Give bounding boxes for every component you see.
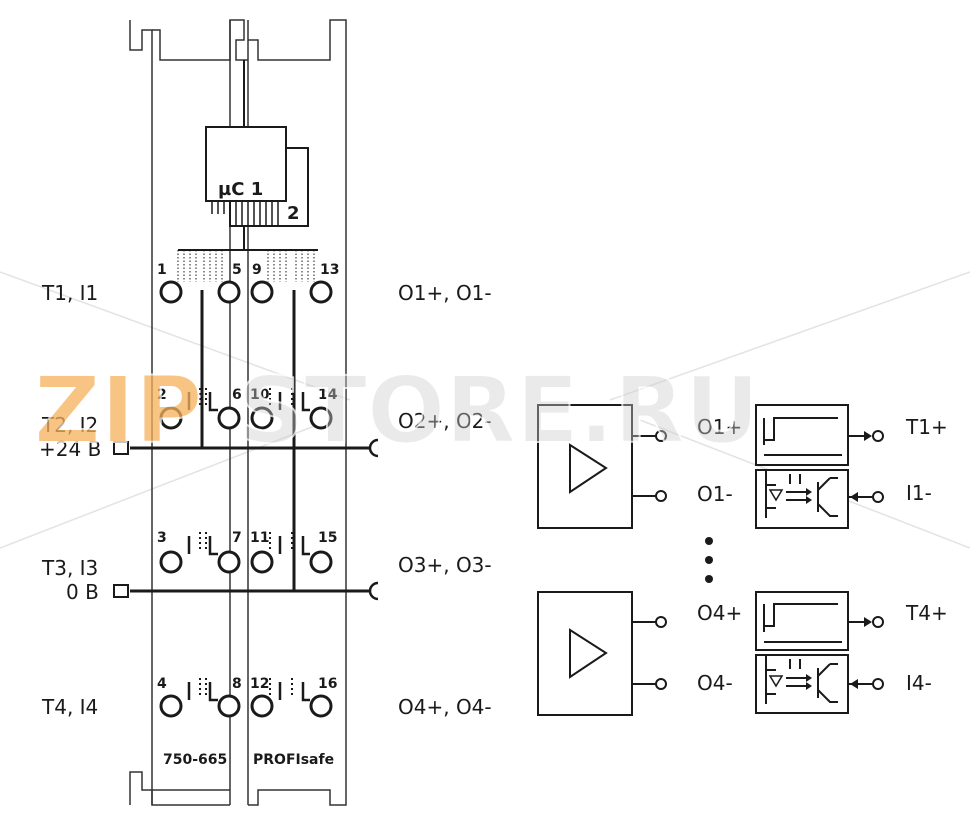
clamp-dots <box>199 388 293 698</box>
chip-1 <box>205 126 287 202</box>
terminal <box>159 694 183 718</box>
right-label-o3: O3+, O3- <box>398 553 492 577</box>
terminal-number: 2 <box>157 387 167 403</box>
module-protocol: PROFIsafe <box>253 752 334 768</box>
terminal <box>309 406 333 430</box>
terminal <box>217 406 241 430</box>
module-part-number: 750-665 <box>163 752 227 768</box>
left-label-t1-i1: T1, I1 <box>41 281 98 305</box>
schematic-t1-plus: T1+ <box>905 415 948 439</box>
terminal-number: 3 <box>157 530 167 546</box>
chip2-label: 2 <box>287 203 300 224</box>
ellipsis-dots <box>705 537 713 583</box>
terminal <box>159 280 183 304</box>
terminal-number: 6 <box>232 387 242 403</box>
microcontroller-chips: µC 1 2 <box>177 60 318 282</box>
watermark-lines <box>0 271 970 549</box>
supply-neg-pin <box>113 584 129 598</box>
amplifier-block-1 <box>537 404 667 529</box>
left-label-t4-i4: T4, I4 <box>41 695 98 719</box>
terminal-number: 8 <box>232 676 242 692</box>
amplifier-block-4 <box>537 591 667 716</box>
terminal-number: 13 <box>320 262 339 278</box>
terminal <box>250 550 274 574</box>
schematic-o1-plus: O1+ <box>697 415 742 439</box>
terminal-number: 10 <box>250 387 270 403</box>
terminal-number: 7 <box>232 530 242 546</box>
terminal-number: 12 <box>250 676 269 692</box>
terminal <box>159 550 183 574</box>
right-label-o2: O2+, O2- <box>398 409 492 433</box>
led-icon <box>768 489 784 502</box>
terminal <box>217 280 241 304</box>
terminal-number: 15 <box>318 530 337 546</box>
schematic-o4-plus: O4+ <box>697 601 742 625</box>
watermark-part1: ZIP <box>34 357 202 464</box>
power-bus <box>113 290 379 601</box>
terminal <box>250 406 274 430</box>
chip1-label: µC 1 <box>218 179 263 200</box>
io-block-1 <box>755 404 884 529</box>
terminal-number: 14 <box>318 387 338 403</box>
schematic-o1-minus: O1- <box>697 482 733 506</box>
watermark-part2: STORE.RU <box>238 357 759 464</box>
terminal-number: 16 <box>318 676 337 692</box>
terminal-number: 11 <box>250 530 269 546</box>
terminal-numbers: 1 5 9 13 2 6 10 14 3 7 11 15 4 8 12 16 <box>157 262 339 692</box>
amplifier-triangle-icon <box>569 443 608 494</box>
terminal <box>250 280 274 304</box>
left-label-supply-pos: +24 B <box>39 437 101 461</box>
terminal <box>309 694 333 718</box>
watermark: ZIP STORE.RU <box>33 356 760 465</box>
terminal <box>159 406 183 430</box>
terminal-number: 5 <box>232 262 242 278</box>
supply-pos-pin <box>113 441 129 455</box>
schematic-t4-plus: T4+ <box>905 601 948 625</box>
terminal-number: 4 <box>157 676 167 692</box>
terminal <box>217 550 241 574</box>
left-label-t2-i2: T2, I2 <box>41 413 98 437</box>
terminal <box>217 694 241 718</box>
terminal-number: 1 <box>157 262 167 278</box>
schematic-i1-minus: I1- <box>906 481 932 505</box>
terminal <box>250 694 274 718</box>
terminal <box>309 550 333 574</box>
terminals <box>159 280 333 718</box>
terminal-number: 9 <box>252 262 262 278</box>
right-label-o4: O4+, O4- <box>398 695 492 719</box>
amplifier-triangle-icon <box>569 628 608 679</box>
led-icon <box>768 675 784 688</box>
clamp-hooks <box>187 392 310 702</box>
schematic-o4-minus: O4- <box>697 671 733 695</box>
right-label-o1: O1+, O1- <box>398 281 492 305</box>
left-label-t3-i3: T3, I3 <box>41 556 98 580</box>
left-label-supply-neg: 0 B <box>66 580 99 604</box>
terminal <box>309 280 333 304</box>
schematic-i4-minus: I4- <box>906 671 932 695</box>
io-block-4 <box>755 591 884 714</box>
